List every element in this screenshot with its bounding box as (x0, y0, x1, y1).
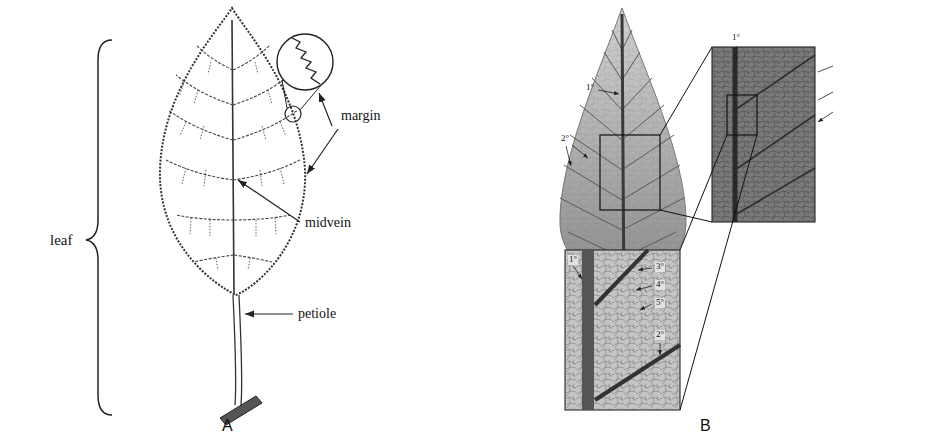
zoom-frame (600, 135, 660, 210)
panel-letter: A (222, 417, 233, 435)
zoom-lines (680, 135, 757, 410)
vein-leader (574, 267, 582, 279)
margin-magnifier (277, 34, 333, 90)
margin-spot (285, 106, 301, 122)
vein-leader (636, 286, 652, 290)
midvein-leader (238, 180, 300, 222)
leaf-vein-branchlets (180, 62, 286, 270)
leaf-lateral-veins (166, 45, 300, 262)
vein-order-label: 3° (655, 262, 665, 272)
margin-leader (319, 93, 332, 126)
vein-leader (640, 304, 652, 310)
zoom-inset (712, 47, 815, 222)
vein-order-label: 1° (586, 83, 594, 93)
vein-leader (660, 343, 661, 355)
margin-leader (307, 129, 338, 174)
cut-leaders (818, 66, 833, 122)
vein-leader (572, 145, 588, 158)
petiole-leader (245, 313, 293, 314)
part-label: margin (341, 108, 380, 123)
vein-order-label: 4° (655, 280, 665, 290)
vein-leader (566, 146, 571, 166)
zoom-frame (727, 95, 757, 135)
vein-leader (598, 90, 619, 94)
vein-order-label: 2° (655, 330, 665, 340)
leaf-midvein (232, 20, 234, 295)
vein-order-label: 2° (561, 134, 569, 144)
vein-leader (736, 46, 737, 62)
part-label: leaf (50, 232, 72, 249)
inset-secondary-veins (595, 250, 680, 400)
zoom-inset-texture (565, 250, 680, 410)
part-label: petiole (298, 306, 336, 321)
zoom-inset (565, 250, 680, 410)
petiole-drawing (233, 295, 242, 405)
inset-midvein (582, 250, 594, 410)
vein-order-label: 1° (732, 33, 740, 43)
leaf-brace (86, 40, 112, 415)
vein-order-label: 5° (655, 298, 665, 308)
serrated-edge (292, 38, 320, 84)
panel-letter: B (700, 417, 711, 435)
zoom-lines (660, 47, 712, 222)
zoom-inset-texture (712, 47, 815, 222)
vein-order-label: 1° (568, 255, 578, 265)
vein-leader (638, 268, 652, 270)
part-label: midvein (305, 215, 351, 230)
